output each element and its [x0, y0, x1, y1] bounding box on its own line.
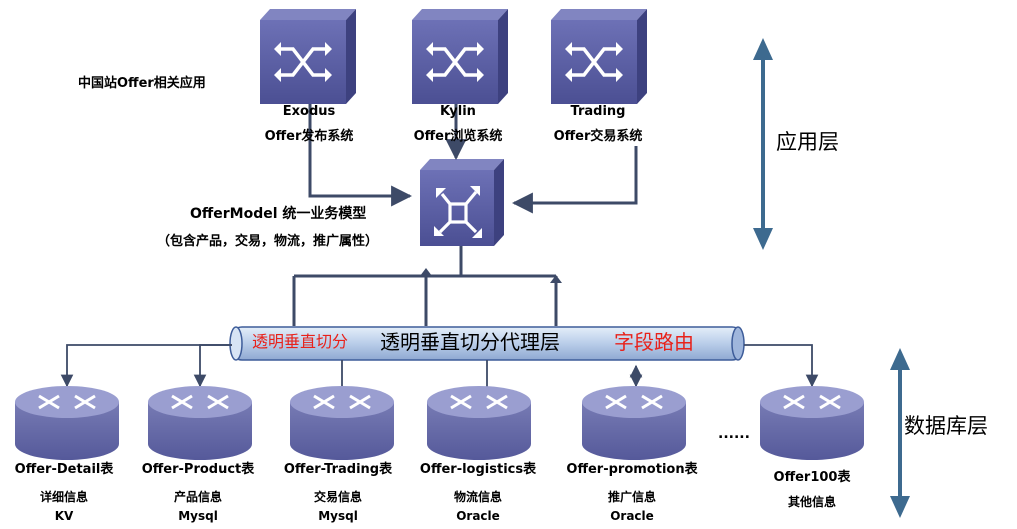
app-switch-exodus	[260, 9, 356, 104]
db-layer-label: 数据库层	[904, 414, 988, 438]
db-router-offer100	[760, 386, 864, 460]
db-router-product	[148, 386, 252, 460]
db-router-promotion	[582, 386, 686, 460]
db-layer-arrow	[890, 348, 910, 518]
app-name-kylin: Kylin	[440, 104, 476, 119]
offermodel-box	[420, 159, 504, 246]
app-layer-label: 应用层	[776, 130, 839, 154]
db-table-name: Offer-Trading表	[283, 462, 393, 477]
model-subtitle: （包含产品，交易，物流，推广属性）	[157, 234, 379, 249]
proxy-left-label: 透明垂直切分	[252, 332, 349, 351]
app-switch-trading	[551, 9, 647, 104]
db-table-name: Offer-Product表	[141, 462, 255, 477]
db-engine: Oracle	[610, 509, 654, 523]
db-engine: Oracle	[456, 509, 500, 523]
model-routing-icon	[438, 190, 478, 234]
app-desc-kylin: Offer浏览系统	[413, 129, 503, 144]
app-group-label: 中国站Offer相关应用	[78, 76, 206, 91]
db-table-name: Offer-Detail表	[14, 462, 114, 477]
app-desc-exodus: Offer发布系统	[264, 129, 354, 144]
db-engine: KV	[54, 509, 74, 523]
app-layer-arrow	[753, 38, 773, 250]
more-ellipsis: ......	[718, 426, 750, 442]
db-engine: Mysql	[318, 509, 358, 523]
app-name-exodus: Exodus	[282, 104, 336, 119]
db-info: 推广信息	[607, 490, 657, 504]
app-connectors	[308, 104, 638, 214]
db-router-trading	[290, 386, 394, 460]
db-engine: Mysql	[178, 509, 218, 523]
db-table-name: Offer100表	[773, 470, 851, 485]
app-name-trading: Trading	[570, 104, 626, 119]
proxy-center-label: 透明垂直切分代理层	[380, 330, 560, 354]
app-desc-trading: Offer交易系统	[553, 129, 643, 144]
db-router-detail	[15, 386, 119, 460]
db-info: 物流信息	[453, 490, 503, 504]
db-table-name: Offer-promotion表	[566, 462, 698, 477]
db-info: 产品信息	[173, 490, 223, 504]
db-router-logistics	[427, 386, 531, 460]
proxy-right-label: 字段路由	[614, 330, 694, 354]
model-bus	[292, 246, 558, 326]
app-switch-kylin	[412, 9, 508, 104]
db-info: 详细信息	[39, 490, 89, 504]
db-info: 交易信息	[313, 490, 363, 504]
db-table-name: Offer-logistics表	[419, 462, 537, 477]
db-info: 其他信息	[787, 495, 837, 509]
model-title: OfferModel 统一业务模型	[190, 206, 367, 222]
